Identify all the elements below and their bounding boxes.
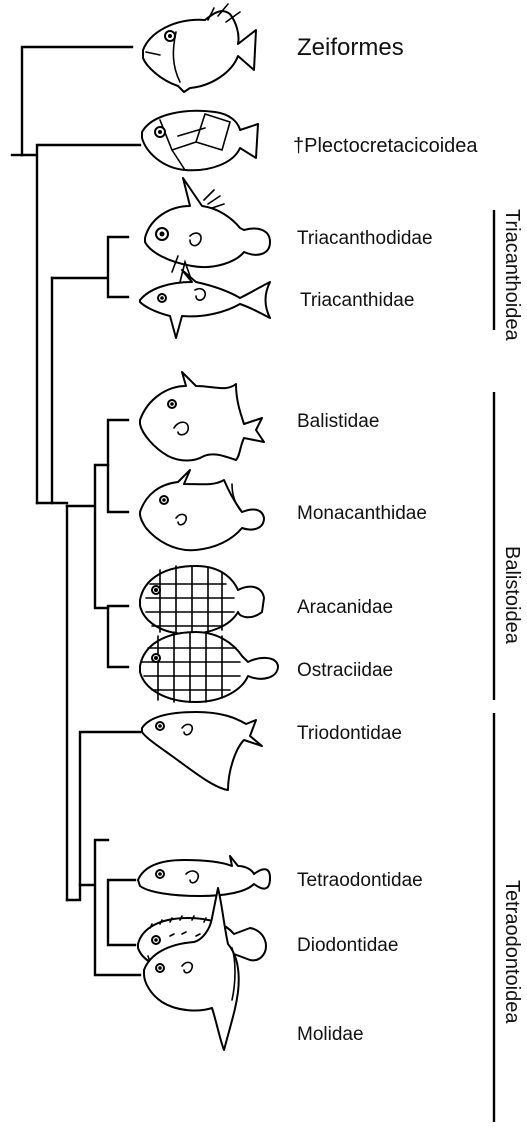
taxon-label-diodontidae: Diodontidae (297, 935, 398, 956)
node-tetraodontidae-molidae (80, 840, 140, 975)
boxfish-icon (140, 632, 278, 702)
group-label-tetraodontoidea: Tetraodontoidea (501, 880, 523, 1024)
triacanthid-fish-icon (140, 262, 270, 338)
triggerfish-icon (140, 372, 264, 461)
taxon-label-triacanthodidae: Triacanthodidae (297, 228, 433, 249)
plectocretacicoid-fish-icon (142, 111, 258, 170)
node-balistidae-monacanthidae (108, 420, 128, 512)
tree-branches (12, 47, 140, 975)
node-triacanthoidea (52, 237, 128, 297)
taxon-label-triacanthidae: Triacanthidae (300, 290, 414, 311)
taxon-label-zeiformes: Zeiformes (297, 34, 404, 61)
triacanthodid-fish-icon (145, 178, 270, 272)
root-node (22, 47, 132, 155)
node-tetraodontidae-diodontidae (108, 880, 135, 945)
taxon-label-monacanthidae: Monacanthidae (297, 503, 427, 524)
node-plectocretacicoidea (22, 145, 140, 503)
taxon-labels: Zeiformes †Plectocretacicoidea Triacanth… (293, 34, 478, 1045)
taxon-label-tetraodontidae: Tetraodontidae (297, 870, 423, 891)
sunfish-icon (144, 888, 239, 1050)
group-brackets: Triacanthoidea Balistoidea Tetraodontoid… (494, 209, 523, 1122)
node-tetraodontoidea (67, 732, 140, 900)
filefish-icon (140, 470, 264, 550)
node-balistoidea (67, 465, 108, 608)
deepwater-boxfish-icon (140, 566, 264, 634)
node-crown (52, 503, 67, 900)
group-label-triacanthoidea: Triacanthoidea (501, 209, 523, 341)
three-toothed-puffer-icon (142, 712, 262, 790)
node-aracanidae-ostraciidae (108, 606, 128, 667)
zeiform-fish-icon (143, 4, 256, 92)
taxon-label-molidae: Molidae (297, 1024, 364, 1045)
taxon-label-aracanidae: Aracanidae (297, 597, 393, 618)
taxon-label-balistidae: Balistidae (297, 411, 379, 432)
pufferfish-icon (138, 856, 270, 896)
group-label-balistoidea: Balistoidea (501, 546, 523, 645)
taxon-label-plectocretacicoidea: †Plectocretacicoidea (293, 135, 478, 157)
taxon-label-ostraciidae: Ostraciidae (297, 660, 393, 681)
taxon-label-triodontidae: Triodontidae (297, 723, 402, 744)
node-tetraodontiformes (37, 278, 52, 503)
